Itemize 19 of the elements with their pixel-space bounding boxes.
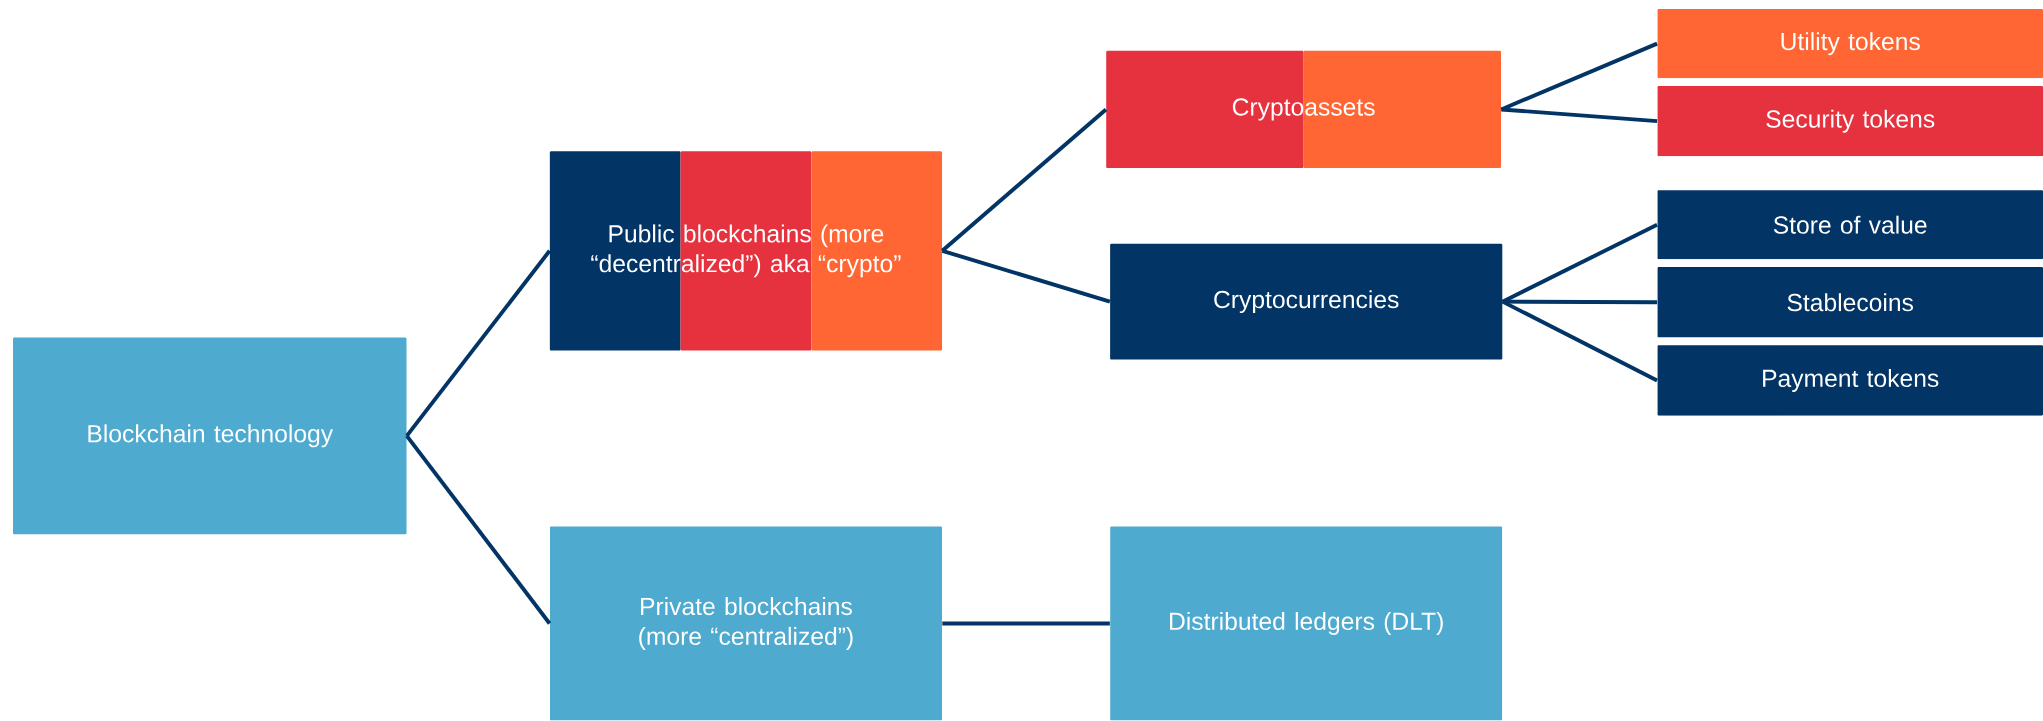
process-box: Distributed ledgers (DLT) — [1110, 526, 1503, 721]
connector-line — [405, 249, 552, 438]
process-box: Utility tokens — [1657, 9, 2043, 79]
process-box: Store of value — [1657, 190, 2043, 260]
process-box: Payment tokens — [1657, 345, 2043, 416]
connector-line — [1502, 299, 1658, 305]
process-box: Stablecoins — [1657, 267, 2043, 338]
connector-line — [1501, 223, 1658, 304]
connector-line — [942, 621, 1110, 626]
connector-line — [1501, 107, 1658, 124]
connector-line — [1501, 300, 1658, 383]
connector-line — [405, 434, 552, 625]
process-box: Security tokens — [1657, 86, 2043, 157]
connector-line — [941, 108, 1108, 253]
process-box: Cryptocurrencies — [1110, 243, 1503, 360]
process-box: Private blockchains (more “centralized”) — [549, 526, 943, 721]
connector-line — [941, 249, 1111, 304]
process-box: Cryptoassets — [1106, 51, 1501, 169]
process-box: Blockchain technology — [13, 337, 407, 535]
